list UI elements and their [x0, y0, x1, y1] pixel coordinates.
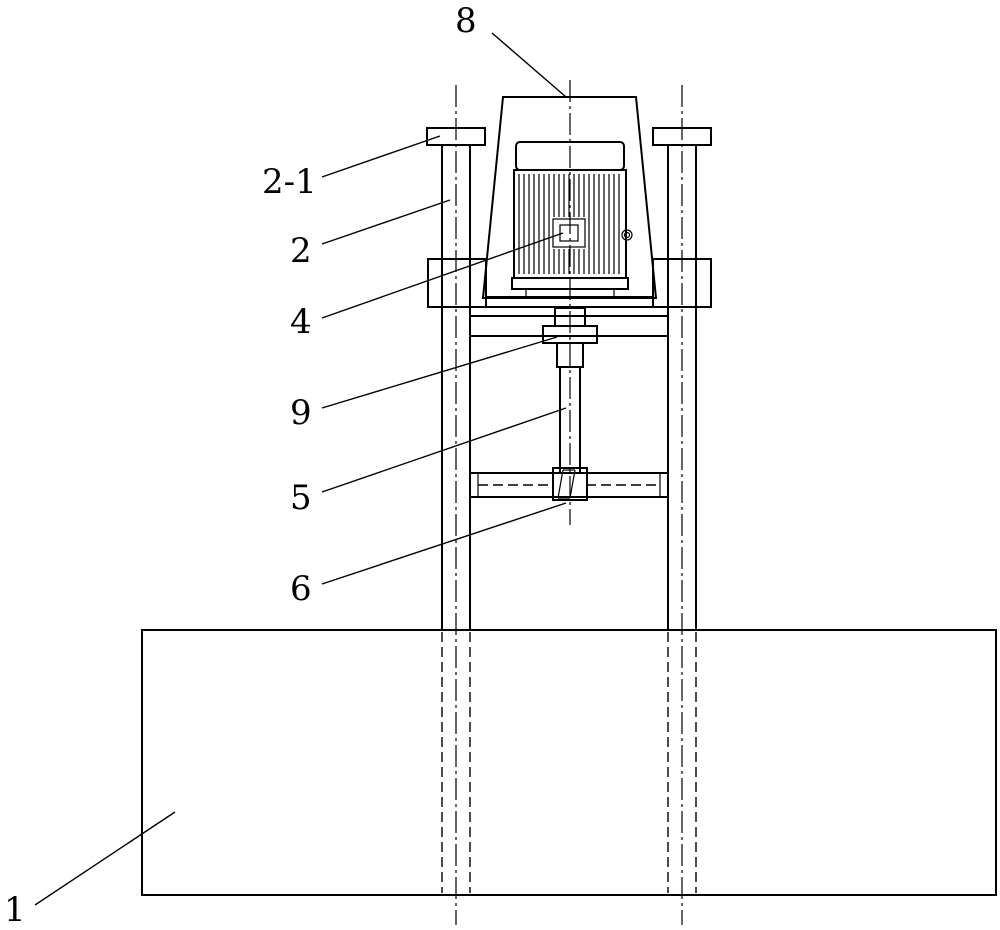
leader-line-1	[34, 811, 176, 906]
column-right	[667, 145, 697, 630]
label-1: 1	[4, 890, 26, 930]
label-2-1: 2-1	[262, 162, 317, 202]
leader-line-6	[321, 502, 567, 585]
leader-line-2-1	[321, 135, 441, 178]
label-5: 5	[290, 478, 312, 518]
stirring-paddle	[469, 467, 669, 501]
label-9: 9	[290, 393, 312, 433]
leader-line-2	[321, 199, 451, 245]
label-8: 8	[455, 1, 477, 41]
hidden-column-right	[667, 632, 697, 893]
slide-block-left	[427, 258, 487, 308]
crossbeam	[470, 315, 668, 337]
label-4: 4	[290, 302, 312, 342]
column-left	[441, 145, 471, 630]
base-tank	[141, 629, 997, 896]
stirring-shaft	[559, 367, 581, 472]
label-2: 2	[290, 231, 312, 271]
leader-line-4	[321, 232, 564, 319]
leader-line-9	[321, 336, 558, 409]
label-6: 6	[290, 569, 312, 609]
motor-cooling-fins	[518, 174, 620, 274]
leader-line-8	[491, 32, 567, 98]
motor	[511, 141, 633, 298]
motor-hood	[481, 96, 658, 299]
leader-line-5	[321, 407, 567, 493]
hidden-column-left	[441, 632, 471, 893]
